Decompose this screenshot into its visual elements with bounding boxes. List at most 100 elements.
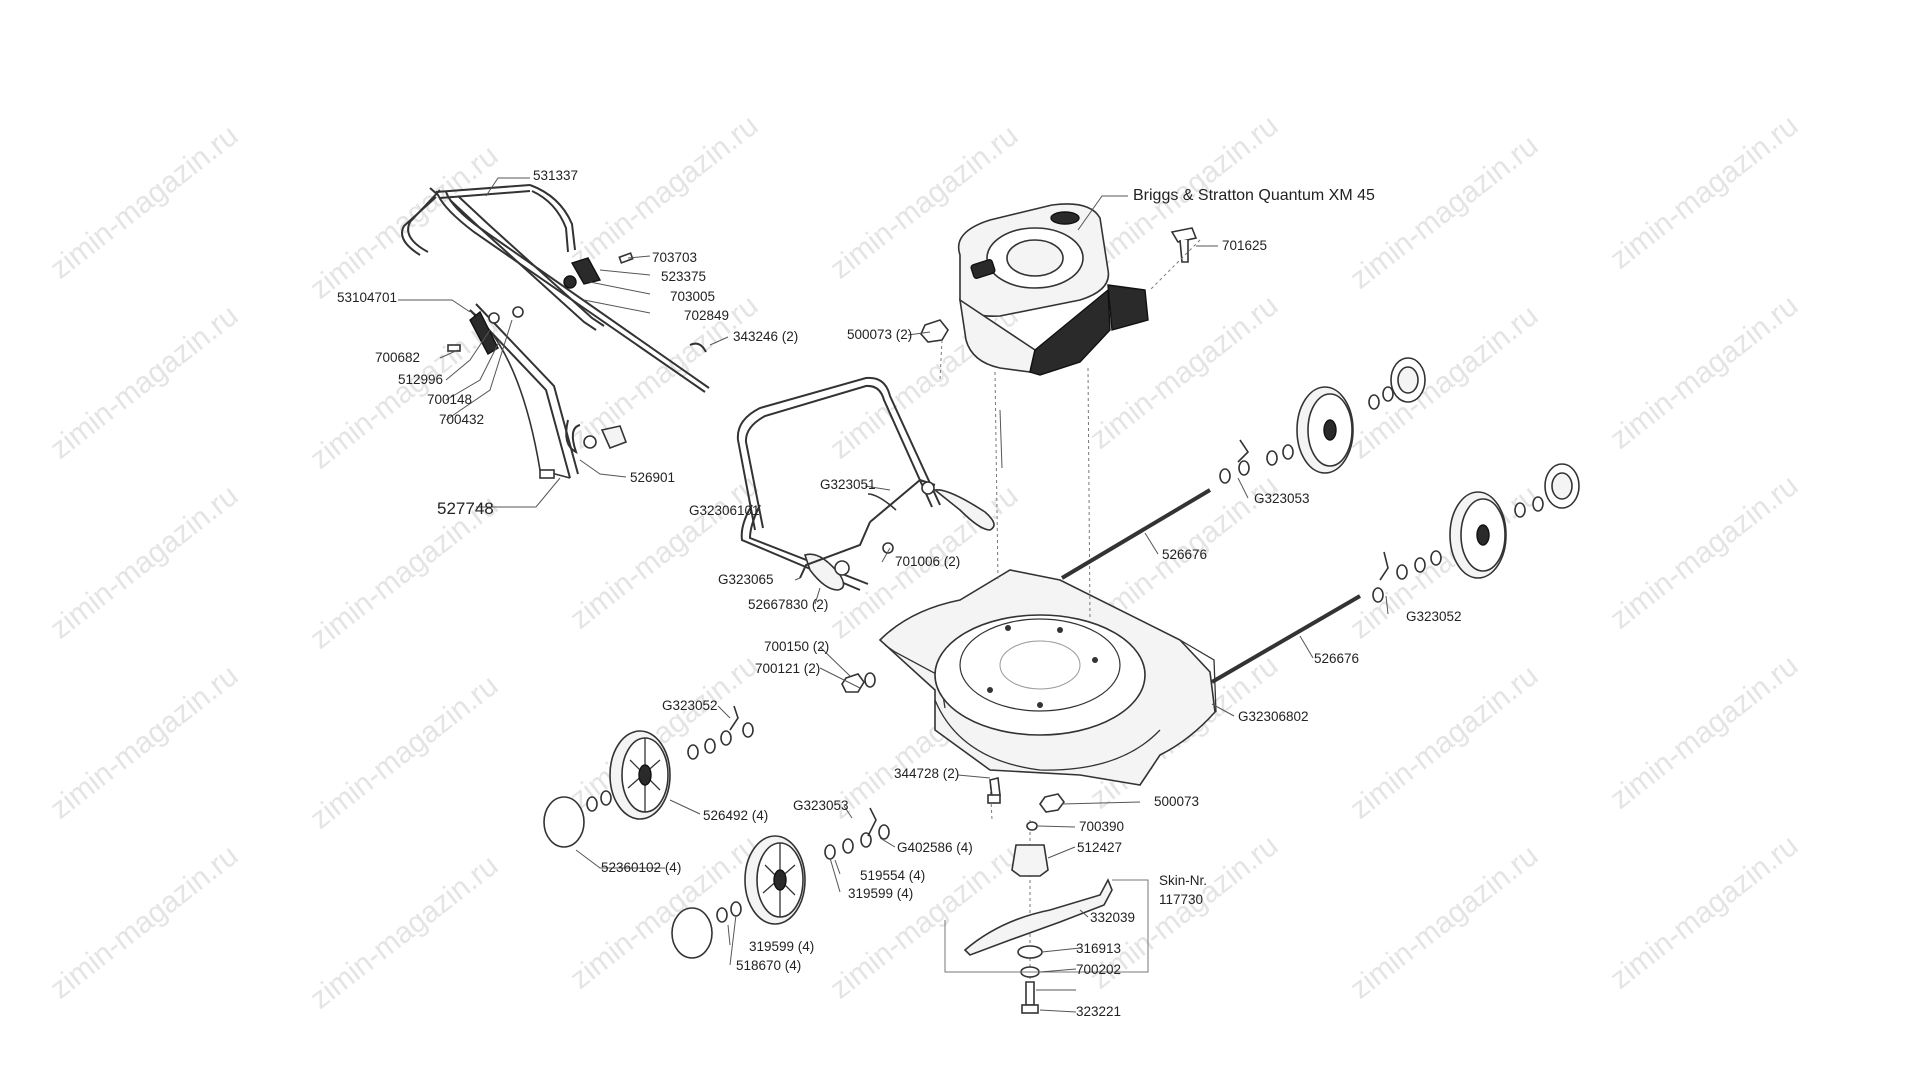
label-500073: 500073 (1154, 794, 1199, 809)
washer (834, 560, 850, 576)
rear-right-hubcap (1390, 357, 1426, 403)
label-53104701: 53104701 (337, 290, 397, 305)
nut (563, 275, 577, 289)
rear-axle (1060, 488, 1212, 580)
watermark: zimin-magazin.ru (1344, 839, 1544, 1006)
front-right-hubcap (1544, 463, 1580, 509)
deck-nut (1039, 793, 1065, 813)
blade-adapter (1011, 844, 1049, 877)
label-52667830: 52667830 (2) (748, 597, 828, 612)
watermark: zimin-magazin.ru (44, 479, 244, 646)
label-523375: 523375 (661, 269, 706, 284)
key (1026, 821, 1038, 831)
label-700432: 700432 (439, 412, 484, 427)
watermark: zimin-magazin.ru (1604, 109, 1804, 276)
watermark: zimin-magazin.ru (44, 119, 244, 286)
skin-bracket (944, 879, 1149, 973)
watermark: zimin-magazin.ru (44, 839, 244, 1006)
watermark: zimin-magazin.ru (1344, 129, 1544, 296)
watermark: zimin-magazin.ru (824, 839, 1024, 1006)
front-right-washers (1372, 496, 1544, 603)
label-526492: 526492 (4) (703, 808, 768, 823)
watermark: zimin-magazin.ru (564, 469, 764, 636)
washer (488, 312, 500, 324)
rear-left-washers (586, 705, 754, 812)
label-344728: 344728 (2) (894, 766, 959, 781)
blade-assembly (944, 821, 1149, 1014)
label-G323052-front: G323052 (1406, 609, 1462, 624)
mower-deck (878, 569, 1217, 786)
label-52360102: 52360102 (4) (601, 860, 681, 875)
label-323221: 323221 (1076, 1004, 1121, 1019)
label-703005: 703005 (670, 289, 715, 304)
label-G32306101: G32306101 (689, 503, 760, 518)
engine-label: Briggs & Stratton Quantum XM 45 (1133, 187, 1375, 204)
watermark: zimin-magazin.ru (1604, 829, 1804, 996)
watermark: zimin-magazin.ru (304, 669, 504, 836)
fuel-cap (1050, 211, 1080, 225)
rear-right-washers (1219, 386, 1394, 484)
spring (867, 493, 897, 511)
label-skin-nr: Skin-Nr. (1159, 873, 1207, 888)
label-519554: 519554 (4) (860, 868, 925, 883)
leader-lines (398, 177, 1389, 1013)
rear-left-hubcap (543, 796, 585, 848)
label-700148: 700148 (427, 392, 472, 407)
engine-nut (920, 319, 949, 343)
label-700682: 700682 (375, 350, 420, 365)
deck-bolt (987, 777, 1001, 804)
watermark: zimin-magazin.ru (1344, 299, 1544, 466)
label-700150: 700150 (2) (764, 639, 829, 654)
bolt (618, 252, 634, 264)
rear-right-wheel (1296, 386, 1354, 474)
label-343246: 343246 (2) (733, 329, 798, 344)
blade (963, 878, 1113, 956)
front-axle (1210, 594, 1362, 684)
watermark: zimin-magazin.ru (1344, 659, 1544, 826)
bracket (600, 425, 628, 450)
nut (512, 306, 524, 318)
cable-hook (565, 419, 581, 454)
label-700390: 700390 (1079, 819, 1124, 834)
label-512996: 512996 (398, 372, 443, 387)
watermark: zimin-magazin.ru (304, 849, 504, 1016)
front-left-wheel (744, 835, 806, 925)
front-right-wheel (1449, 491, 1507, 579)
cable-bracket (539, 419, 628, 479)
label-316913: 316913 (1076, 941, 1121, 956)
label-526676-rear: 526676 (1162, 547, 1207, 562)
control-lever-assembly (447, 252, 707, 355)
washer (921, 481, 935, 495)
deck-side-nuts (841, 672, 876, 693)
part-labels: 531337 703703 523375 703005 702849 53104… (337, 168, 1462, 1019)
watermark: zimin-magazin.ru (44, 659, 244, 826)
label-G32306802: G32306802 (1238, 709, 1309, 724)
washer (882, 542, 894, 554)
watermark: zimin-magazin.ru (304, 309, 504, 476)
label-701625: 701625 (1222, 238, 1267, 253)
label-700121: 700121 (2) (755, 661, 820, 676)
label-G323051: G323051 (820, 477, 876, 492)
watermark: zimin-magazin.ru (564, 289, 764, 456)
bolt (447, 344, 461, 352)
label-512427: 512427 (1077, 840, 1122, 855)
label-319599-upper: 319599 (4) (848, 886, 913, 901)
label-702849: 702849 (684, 308, 729, 323)
label-G323052-left: G323052 (662, 698, 718, 713)
washer (583, 435, 597, 449)
watermark: zimin-magazin.ru (44, 299, 244, 466)
label-526901: 526901 (630, 470, 675, 485)
label-G323053-rear: G323053 (1254, 491, 1310, 506)
label-G323065: G323065 (718, 572, 774, 587)
watermark: zimin-magazin.ru (1604, 289, 1804, 456)
rear-left-wheel (609, 730, 671, 820)
label-500073-2: 500073 (2) (847, 327, 912, 342)
upper-handle (401, 184, 710, 479)
label-332039: 332039 (1090, 910, 1135, 925)
blade-washer (1017, 945, 1043, 959)
label-319599-lower: 319599 (4) (749, 939, 814, 954)
engine (957, 203, 1149, 376)
cable-clip (689, 342, 707, 353)
